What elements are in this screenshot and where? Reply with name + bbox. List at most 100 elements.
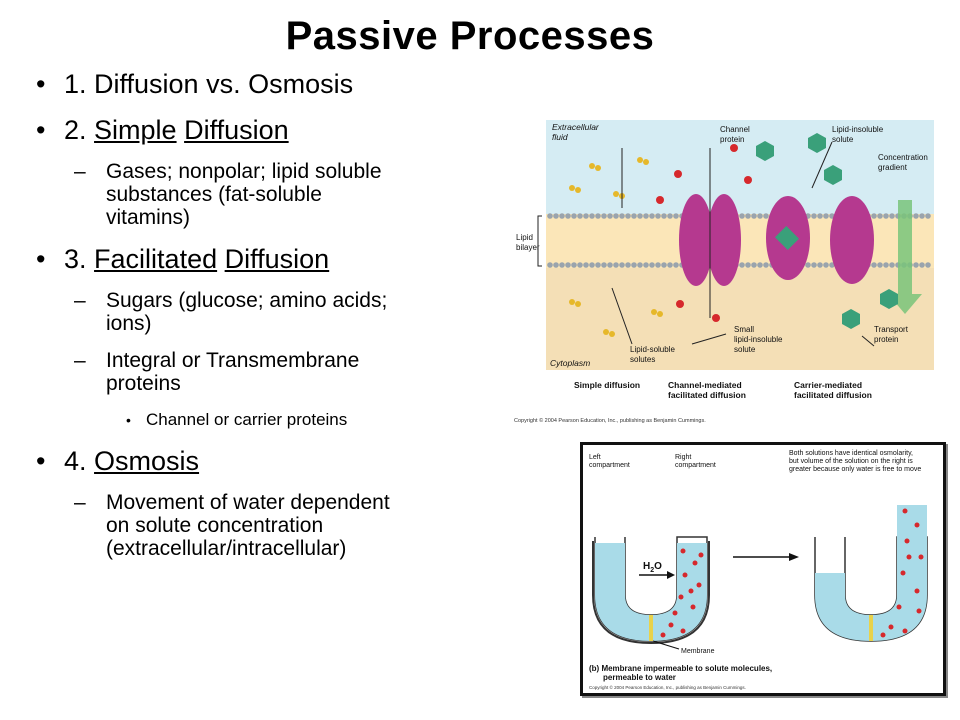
solute-dots	[660, 508, 924, 638]
phospholipid-head	[751, 262, 757, 268]
bullet-text: 1. Diffusion vs. Osmosis	[64, 69, 354, 99]
phospholipid-head	[589, 262, 595, 268]
label-concentration-gradient: Concentration	[878, 153, 928, 162]
sub-bullet-integral-proteins: – Integral or Transmembrane proteins	[28, 349, 498, 395]
label-lipid-bilayer: Lipid	[516, 233, 533, 242]
dash-marker: –	[74, 160, 86, 183]
phospholipid-head	[619, 262, 625, 268]
osmosis-svg: Left compartment Right compartment Both …	[583, 445, 943, 693]
sub-bullet-water-movement: – Movement of water dependent on solute …	[28, 491, 498, 560]
phospholipid-head	[871, 213, 877, 219]
phospholipid-head	[739, 262, 745, 268]
osmosis-caption: (b) Membrane impermeable to solute molec…	[589, 664, 772, 673]
phospholipid-head	[757, 262, 763, 268]
phospholipid-head	[589, 213, 595, 219]
phospholipid-head	[919, 262, 925, 268]
phospholipid-head	[607, 213, 613, 219]
concentration-gradient-arrow	[888, 200, 922, 314]
label-concentration-gradient: gradient	[878, 163, 908, 172]
phospholipid-head	[661, 213, 667, 219]
sub-bullet-gases: – Gases; nonpolar; lipid soluble substan…	[28, 160, 498, 229]
bilayer-bracket	[537, 215, 542, 267]
phospholipid-head	[913, 213, 919, 219]
bullet-marker: •	[36, 115, 46, 145]
h2o-label-o: O	[654, 561, 662, 572]
underlined-word: Diffusion	[224, 244, 330, 274]
phospholipid-head	[559, 213, 565, 219]
phospholipid-head	[919, 213, 925, 219]
sub-bullet-line: on solute concentration	[106, 514, 324, 537]
extracellular-region	[546, 120, 934, 216]
dash-marker: –	[74, 349, 86, 372]
channel-protein-left	[679, 194, 713, 286]
phospholipid-head	[571, 262, 577, 268]
sub-bullet-line: substances (fat-soluble	[106, 183, 322, 206]
caption-carrier-mediated: facilitated diffusion	[794, 390, 872, 400]
sub-bullet-line: Sugars (glucose; amino acids;	[106, 289, 388, 312]
phospholipid-head	[883, 262, 889, 268]
phospholipid-head	[553, 262, 559, 268]
membrane-copyright: Copyright © 2004 Pearson Education, Inc.…	[514, 417, 706, 424]
phospholipid-head	[823, 213, 829, 219]
phospholipid-head	[577, 213, 583, 219]
label-lipid-bilayer: bilayer	[516, 243, 540, 252]
label-small-solute: lipid-insoluble	[734, 335, 783, 344]
slide-title: Passive Processes	[285, 14, 655, 58]
phospholipid-head	[883, 213, 889, 219]
caption-channel-mediated: Channel-mediated	[668, 380, 742, 390]
phospholipid-head	[889, 213, 895, 219]
phospholipid-head	[613, 213, 619, 219]
left-tube-water	[595, 543, 707, 641]
phospholipid-head	[583, 262, 589, 268]
bullet-number: 4.	[64, 446, 87, 476]
membrane-transport-svg: Extracellular fluid Cytoplasm Channel pr…	[514, 120, 934, 424]
phospholipid-head	[559, 262, 565, 268]
osmosis-caption: permeable to water	[603, 673, 676, 682]
phospholipid-head	[643, 213, 649, 219]
h2o-label-subscript: 2	[650, 567, 654, 574]
carrier-protein-2	[830, 196, 874, 284]
bullet-marker: •	[36, 244, 46, 274]
phospholipid-head	[625, 262, 631, 268]
phospholipid-head	[877, 213, 883, 219]
dash-marker: –	[74, 289, 86, 312]
phospholipid-head	[565, 262, 571, 268]
dash-marker: –	[74, 491, 86, 514]
phospholipid-head	[631, 213, 637, 219]
right-membrane	[869, 615, 873, 641]
label-left-compartment: compartment	[589, 462, 630, 469]
bullet-osmosis: • 4. Osmosis	[28, 445, 498, 477]
label-transport-protein: protein	[874, 335, 898, 344]
label-right-compartment: compartment	[675, 462, 716, 469]
phospholipid-head	[571, 213, 577, 219]
sub-bullet-line: Integral or Transmembrane	[106, 349, 360, 372]
phospholipid-head	[811, 213, 817, 219]
bullet-list: • 1. Diffusion vs. Osmosis • 2. Simple D…	[28, 68, 498, 574]
phospholipid-head	[649, 262, 655, 268]
svg-text:H2O: H2O	[643, 561, 662, 574]
osmosis-figure: Left compartment Right compartment Both …	[580, 442, 946, 696]
caption-carrier-mediated: Carrier-mediated	[794, 380, 862, 390]
phospholipid-head	[817, 213, 823, 219]
phospholipid-head	[925, 213, 931, 219]
label-small-solute: Small	[734, 325, 754, 334]
underlined-word: Osmosis	[94, 446, 200, 476]
bullet-number: 3.	[64, 244, 87, 274]
left-membrane	[649, 615, 653, 641]
membrane-pointer	[652, 640, 680, 650]
h2o-arrow-head	[667, 571, 675, 579]
phospholipid-head	[871, 262, 877, 268]
osmosis-note: but volume of the solution on the right …	[789, 458, 913, 465]
label-transport-protein: Transport	[874, 325, 909, 334]
phospholipid-head	[913, 262, 919, 268]
channel-protein-right	[707, 194, 741, 286]
sub-sub-bullet-channel-carrier: • Channel or carrier proteins	[28, 409, 498, 431]
phospholipid-head	[601, 262, 607, 268]
osmosis-note: Both solutions have identical osmolarity…	[789, 450, 913, 457]
sub-bullet-sugars: – Sugars (glucose; amino acids; ions)	[28, 289, 498, 335]
label-lipid-insoluble-solute: solute	[832, 135, 854, 144]
sub-sub-bullet-text: Channel or carrier proteins	[146, 410, 348, 429]
underlined-word: Facilitated	[94, 244, 218, 274]
phospholipid-head	[649, 213, 655, 219]
left-u-tube-outer	[592, 541, 710, 645]
